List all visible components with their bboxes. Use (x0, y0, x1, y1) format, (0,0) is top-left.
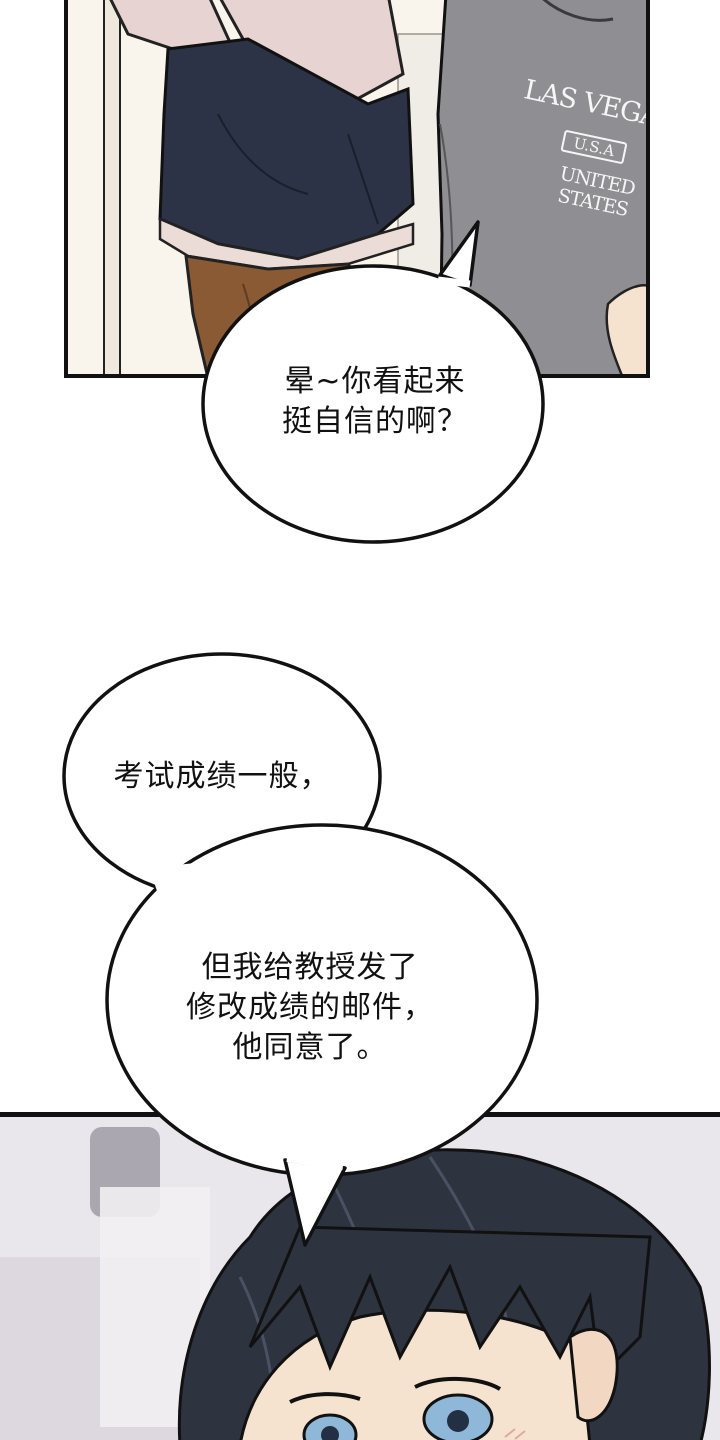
bubble-3-text: 但我给教授发了 修改成绩的邮件， 他同意了。 (150, 948, 470, 1068)
bubble-3-line-1: 但我给教授发了 (201, 950, 419, 985)
bubble-1-line-2: 挺自信的啊？ (282, 404, 468, 439)
bubble-3-line-3: 他同意了。 (232, 1030, 388, 1065)
shirt-hem (158, 217, 415, 271)
speech-bubble-3 (105, 823, 539, 1247)
door-frame (103, 0, 121, 374)
speech-bubble-1 (201, 220, 545, 544)
bubble-3-line-2: 修改成绩的邮件， (186, 990, 434, 1025)
grey-sweater (436, 0, 646, 374)
ear (568, 1327, 619, 1423)
bubble-1-text: 晕~你看起来 挺自信的啊？ (250, 362, 500, 442)
hand (605, 284, 646, 374)
bubble-2-line-1: 考试成绩一般， (113, 759, 331, 794)
bubble-1-line-1: 晕~你看起来 (284, 364, 466, 399)
bubble-2-text: 考试成绩一般， (92, 757, 352, 797)
